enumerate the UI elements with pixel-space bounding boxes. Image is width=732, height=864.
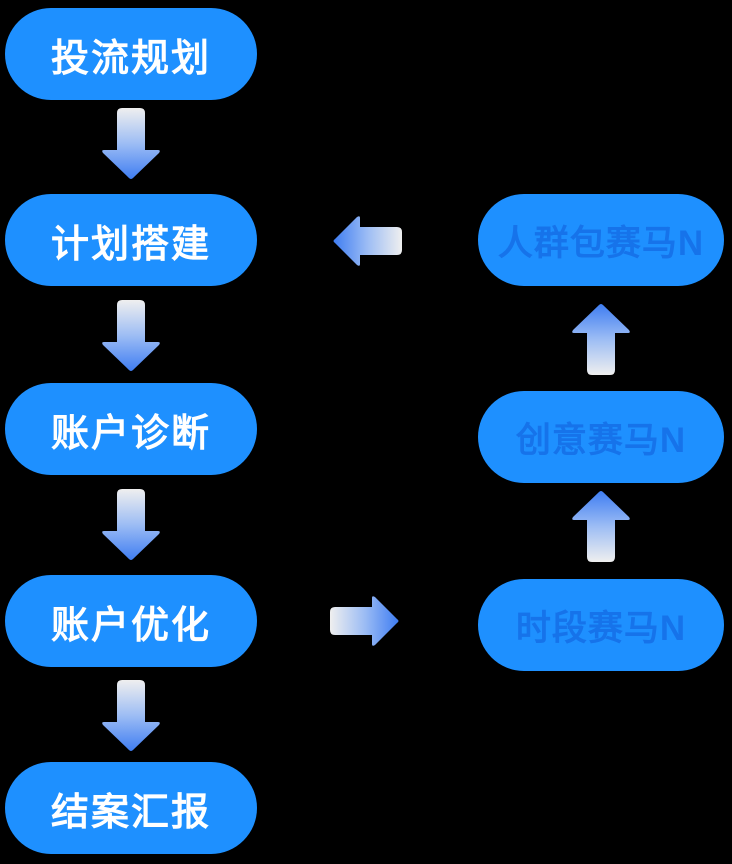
arrow-up-icon xyxy=(569,303,633,375)
side-step-3-label: 时段赛马N xyxy=(515,608,687,648)
arrow-down-icon xyxy=(99,300,163,372)
side-step-2: 创意赛马N xyxy=(478,391,724,483)
arrow-right-icon xyxy=(330,595,400,647)
arrow-down-icon xyxy=(99,489,163,561)
main-step-2: 计划搭建 xyxy=(5,194,257,286)
main-step-2-label: 计划搭建 xyxy=(50,223,211,266)
main-step-3: 账户诊断 xyxy=(5,383,257,475)
main-step-4: 账户优化 xyxy=(5,575,257,667)
main-step-4-label: 账户优化 xyxy=(50,604,211,647)
side-step-1-label: 人群包赛马N xyxy=(497,223,705,263)
arrow-left-icon xyxy=(332,215,402,267)
main-step-5: 结案汇报 xyxy=(5,762,257,854)
arrow-down-icon xyxy=(99,108,163,180)
main-step-1-label: 投流规划 xyxy=(50,37,211,80)
arrow-up-icon xyxy=(569,490,633,562)
main-step-5-label: 结案汇报 xyxy=(50,791,211,834)
side-step-2-label: 创意赛马N xyxy=(515,420,687,460)
side-step-1: 人群包赛马N xyxy=(478,194,724,286)
main-step-1: 投流规划 xyxy=(5,8,257,100)
side-step-3: 时段赛马N xyxy=(478,579,724,671)
main-step-3-label: 账户诊断 xyxy=(50,412,211,455)
arrow-down-icon xyxy=(99,680,163,752)
